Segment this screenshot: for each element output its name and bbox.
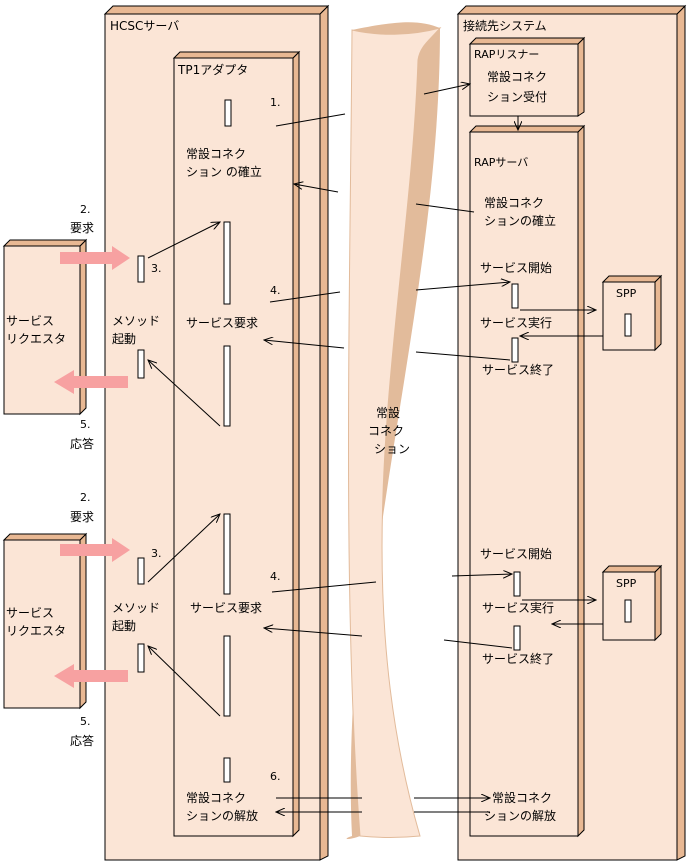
tp1-adapter-box: TP1アダプタ bbox=[172, 50, 301, 838]
spp-2-activation bbox=[624, 599, 632, 623]
connected-system-title: 接続先システム bbox=[463, 18, 547, 33]
service-requester-2-line1: サービス bbox=[6, 606, 54, 620]
spp-box-2: SPP bbox=[601, 564, 663, 642]
rap-establish-line2: ションの確立 bbox=[484, 213, 556, 228]
step-5-a: 5. bbox=[80, 418, 91, 431]
rap-activations bbox=[511, 283, 521, 651]
tp1-activation-req1-send bbox=[223, 221, 231, 305]
rap-activation-start-2 bbox=[513, 571, 521, 597]
spp-2-title: SPP bbox=[616, 577, 637, 590]
establish-line1: 常設コネク bbox=[186, 146, 246, 161]
tp1-activation-req2-recv bbox=[223, 635, 231, 717]
step-2-a: 2. bbox=[80, 203, 91, 216]
request-arrow-1 bbox=[60, 246, 130, 270]
labels: 1. 常設コネク ション の確立 常設コネク ションの確立 2. 要求 3. メ… bbox=[70, 96, 556, 823]
step-3-a: 3. bbox=[151, 262, 162, 275]
hcsc-server-title: HCSCサーバ bbox=[110, 19, 179, 33]
response-label-b: 応答 bbox=[70, 733, 94, 748]
accept-connection-line1: 常設コネク bbox=[487, 69, 547, 84]
release-tp1-line1: 常設コネク bbox=[186, 790, 246, 805]
connection-label-line1: 常設 bbox=[376, 405, 400, 420]
step-6: 6. bbox=[270, 770, 281, 783]
connection-label-line2: コネク bbox=[368, 424, 404, 438]
tp1-adapter-title: TP1アダプタ bbox=[177, 62, 248, 77]
tp1-activation-release bbox=[223, 757, 231, 783]
request-label-a: 要求 bbox=[70, 221, 94, 235]
rap-establish-line1: 常設コネク bbox=[484, 195, 544, 210]
service-start-a: サービス開始 bbox=[480, 261, 552, 275]
rap-activation-end-2 bbox=[513, 625, 521, 651]
service-request-a: サービス要求 bbox=[186, 316, 258, 330]
service-exec-b: サービス実行 bbox=[482, 600, 554, 615]
persistent-connection-shape: 常設 コネク ション bbox=[346, 22, 442, 839]
message-lines bbox=[148, 84, 603, 812]
step-4-b: 4. bbox=[270, 570, 281, 583]
spp-1-activation bbox=[624, 313, 632, 337]
service-request-b: サービス要求 bbox=[190, 601, 262, 615]
response-label-a: 応答 bbox=[70, 436, 94, 451]
connection-label-line3: ション bbox=[374, 442, 410, 456]
rap-listener-title: RAPリスナー bbox=[474, 48, 539, 61]
rap-listener-box: RAPリスナー 常設コネク ション受付 bbox=[468, 36, 586, 117]
hcsc-activation-2b bbox=[137, 643, 145, 673]
response-arrow-1 bbox=[54, 370, 128, 394]
service-end-b: サービス終了 bbox=[482, 651, 554, 666]
rap-server-box: RAPサーバ bbox=[468, 124, 586, 838]
method-b-line1: メソッド bbox=[112, 601, 160, 615]
step-1: 1. bbox=[270, 96, 281, 109]
service-requester-2-line2: リクエスタ bbox=[6, 624, 66, 638]
rap-activation-end-1 bbox=[511, 337, 519, 363]
tp1-activation-establish bbox=[224, 99, 232, 127]
method-b-line2: 起動 bbox=[112, 619, 136, 633]
step-2-b: 2. bbox=[80, 491, 91, 504]
hcsc-activations bbox=[137, 255, 145, 673]
response-arrow-2 bbox=[54, 664, 128, 688]
request-label-b: 要求 bbox=[70, 510, 94, 524]
service-requester-1-line2: リクエスタ bbox=[6, 332, 66, 346]
spp-box-1: SPP bbox=[601, 274, 663, 352]
release-rap-line2: ションの解放 bbox=[484, 808, 556, 823]
step-4-a: 4. bbox=[270, 284, 281, 297]
spp-1-title: SPP bbox=[616, 287, 637, 300]
tp1-activation-req1-recv bbox=[223, 345, 231, 427]
pink-arrows bbox=[54, 246, 130, 688]
service-start-b: サービス開始 bbox=[480, 547, 552, 561]
tp1-activation-req2-send bbox=[223, 513, 231, 595]
method-a-line2: 起動 bbox=[112, 332, 136, 346]
rap-activation-start-1 bbox=[511, 283, 519, 309]
hcsc-activation-2a bbox=[137, 557, 145, 585]
accept-connection-line2: ション受付 bbox=[487, 90, 547, 104]
rap-server-title: RAPサーバ bbox=[474, 156, 528, 169]
step-5-b: 5. bbox=[80, 715, 91, 728]
release-rap-line1: 常設コネク bbox=[492, 790, 552, 805]
release-tp1-line2: ションの解放 bbox=[186, 808, 258, 823]
service-requester-1-line1: サービス bbox=[6, 314, 54, 328]
establish-line2: ション の確立 bbox=[186, 164, 262, 179]
step-3-b: 3. bbox=[151, 547, 162, 560]
service-end-a: サービス終了 bbox=[482, 362, 554, 377]
request-arrow-2 bbox=[60, 538, 130, 562]
method-a-line1: メソッド bbox=[112, 314, 160, 328]
service-exec-a: サービス実行 bbox=[480, 315, 552, 330]
tp1-activations bbox=[223, 99, 232, 783]
hcsc-activation-1b bbox=[137, 349, 145, 379]
hcsc-activation-1a bbox=[137, 255, 145, 283]
